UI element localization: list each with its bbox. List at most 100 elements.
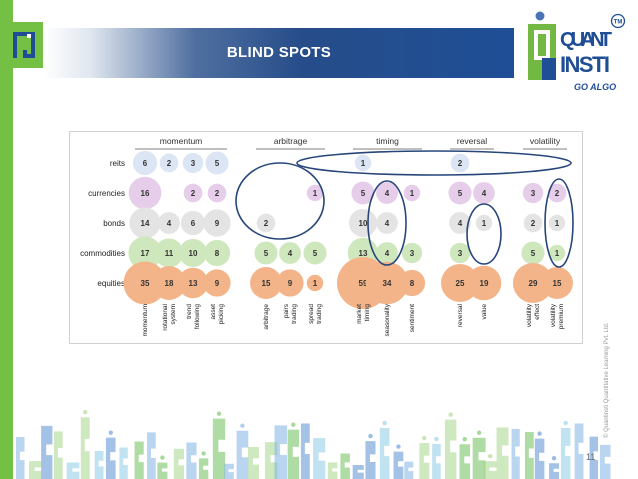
footer-glyph-icon	[157, 462, 168, 479]
category-label: reversal	[457, 303, 464, 327]
bubble-currencies-12	[522, 182, 544, 204]
bubble-bonds-10	[449, 212, 471, 234]
bubble-equities-12	[512, 262, 554, 304]
bubble-value: 10	[189, 249, 198, 258]
footer-dot-icon	[563, 420, 568, 426]
group-header-reversal: reversal	[457, 136, 487, 146]
bubble-bonds-7	[348, 208, 378, 238]
bubble-reits-1	[159, 153, 179, 173]
bubble-currencies-0	[128, 176, 162, 210]
title-banner	[44, 28, 514, 78]
bubble-currencies-11	[473, 182, 495, 204]
bubble-value: 13	[359, 249, 368, 258]
bubble-commodities-0	[128, 236, 162, 270]
footer-glyph-icon	[300, 423, 310, 479]
footer-glyph-icon	[496, 427, 509, 479]
bubble-value: 5	[313, 249, 318, 258]
footer-glyph-icon	[287, 429, 300, 479]
bubble-currencies-10	[448, 181, 472, 205]
bubble-value: 1	[361, 159, 366, 168]
category-label: arbitrage	[263, 304, 270, 330]
bubble-value: 9	[215, 279, 220, 288]
bubble-reits-2	[182, 152, 204, 174]
bubble-value: 29	[529, 279, 538, 288]
category-label: momentum	[142, 304, 149, 337]
footer-glyph-icon	[41, 425, 53, 479]
bubble-value: 1	[313, 189, 318, 198]
bubble-value: 13	[189, 279, 198, 288]
footer-dot-icon	[160, 455, 165, 460]
row-label-currencies: currencies	[88, 189, 125, 198]
category-label: spread	[308, 304, 315, 324]
bubble-bonds-11	[475, 214, 493, 232]
bubble-currencies-6	[306, 184, 324, 202]
brand-quant: QUANT	[560, 29, 612, 51]
bubble-value: 4	[385, 189, 390, 198]
footer-glyph-icon	[483, 461, 497, 479]
bubble-reits-0	[132, 150, 158, 176]
footer-glyph-icon	[66, 462, 80, 479]
bubble-commodities-1	[154, 238, 184, 268]
footer-glyph-icon	[224, 463, 234, 479]
footer-dot-icon	[291, 422, 296, 427]
left-accent-bar	[0, 0, 13, 479]
bubble-commodities-8	[376, 242, 398, 264]
footer-glyph-icon	[53, 431, 63, 479]
footer-dot-icon	[240, 423, 245, 428]
blind-spot-ellipse-4	[466, 203, 502, 265]
footer-glyph-icon	[274, 425, 287, 479]
blind-spot-ellipse-3	[367, 180, 407, 266]
footer-glyph-icon	[147, 432, 156, 479]
corner-logo-icon	[5, 22, 43, 68]
bubble-value: 5	[531, 249, 536, 258]
category-label: picking	[218, 304, 225, 325]
bubble-value: 25	[456, 279, 465, 288]
bubble-value: 17	[141, 249, 150, 258]
bubble-value: 9	[215, 219, 220, 228]
footer-glyph-icon	[94, 450, 104, 479]
footer-glyph-icon	[393, 451, 404, 479]
group-header-arbitrage: arbitrage	[274, 136, 308, 146]
category-label: following	[194, 304, 201, 330]
bubble-equities-4	[250, 267, 282, 299]
bubble-value: 35	[141, 279, 150, 288]
footer-dot-icon	[537, 431, 542, 436]
footer-dot-icon	[422, 435, 427, 441]
bubble-value: 15	[262, 279, 271, 288]
category-label: market	[356, 304, 363, 324]
footer-dot-icon	[476, 430, 482, 435]
footer-glyph-icon	[419, 443, 430, 479]
bubble-value: 3	[191, 159, 196, 168]
footer-glyph-icon	[173, 448, 185, 479]
bubble-commodities-12	[521, 241, 545, 265]
footer-glyph-icon	[534, 438, 545, 479]
footer-dot-icon	[551, 456, 557, 461]
footer-dot-icon	[201, 451, 206, 456]
bubble-value: 19	[480, 279, 489, 288]
bubble-commodities-10	[449, 242, 471, 264]
bubble-equities-10	[441, 264, 479, 302]
bubble-commodities-3	[203, 239, 231, 267]
bubble-value: 4	[288, 249, 293, 258]
footer-glyph-icon	[600, 444, 611, 479]
quantinsti-logo: TM QUANT INSTI GO ALGO	[528, 11, 626, 92]
bubble-value: 34	[383, 279, 392, 288]
footer-glyph-icon	[15, 436, 25, 479]
blind-spot-ellipse-2	[296, 150, 572, 176]
bubble-equities-5	[276, 269, 304, 297]
group-header-volatility: volatility	[530, 136, 561, 146]
row-label-bonds: bonds	[103, 219, 125, 228]
footer-dot-icon	[216, 411, 222, 416]
group-header-momentum: momentum	[160, 136, 203, 146]
category-label: trend	[186, 304, 193, 319]
bubble-commodities-6	[303, 241, 327, 265]
bubble-value: 1	[555, 249, 560, 258]
footer-glyph-icon	[549, 463, 560, 479]
bubble-value: 1	[410, 189, 415, 198]
bubble-value: 1	[555, 219, 560, 228]
bubble-commodities-2	[178, 238, 208, 268]
category-label: system	[170, 304, 177, 325]
brand-insti: INSTI	[560, 52, 610, 77]
footer-glyph-icon	[432, 443, 441, 479]
